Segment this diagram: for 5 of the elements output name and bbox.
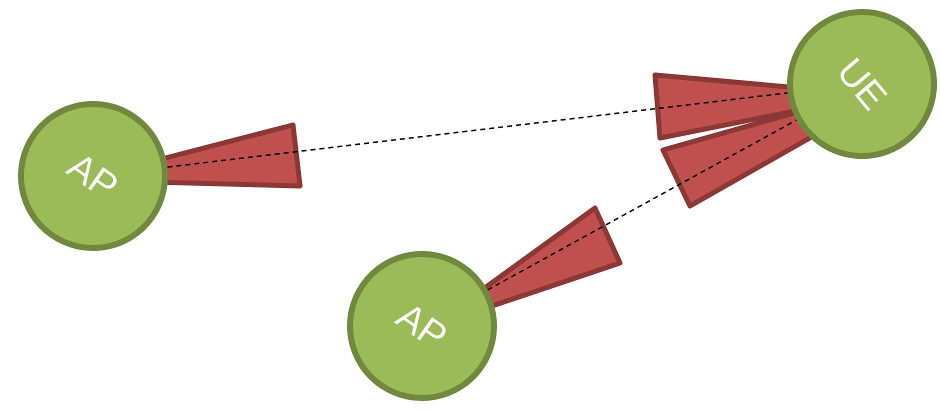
circle-node: UE <box>787 9 937 159</box>
circle-node: AP <box>18 101 168 251</box>
dashed-line <box>167 92 788 168</box>
circle-node: AP <box>347 251 497 401</box>
dashed-line <box>487 119 797 291</box>
